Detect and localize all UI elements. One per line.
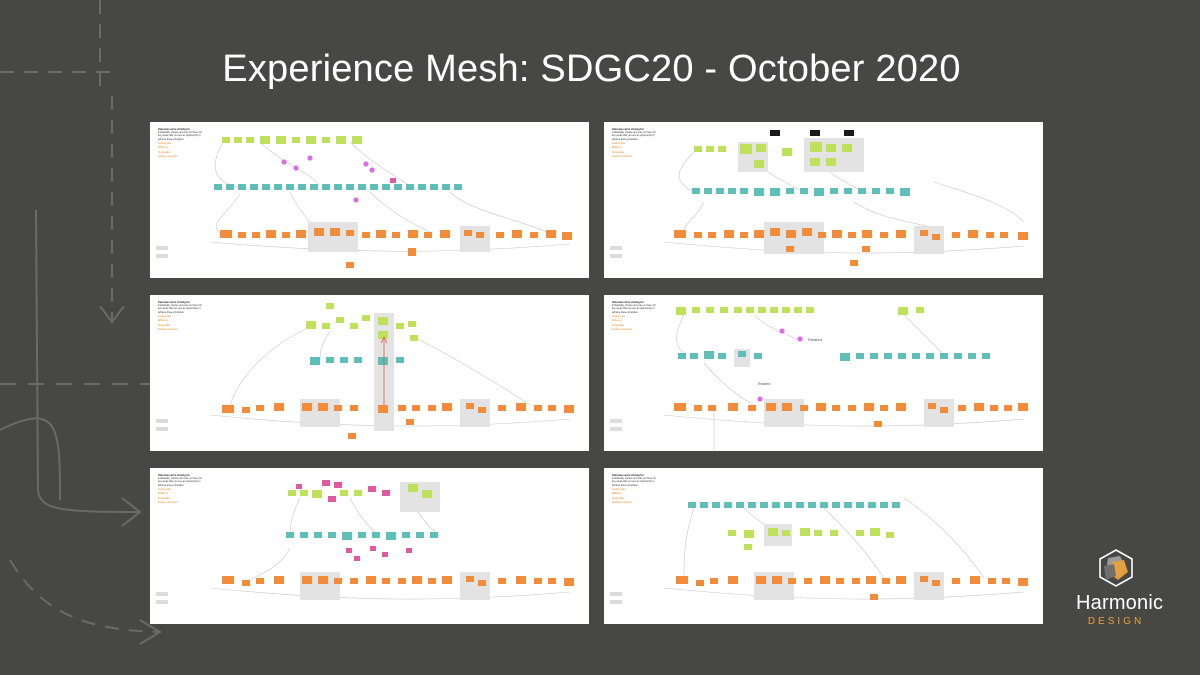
board-3-arrowhead [380, 336, 388, 344]
board-4-canvas: Related Related [610, 307, 1028, 451]
option-efficiency: Efficiency [158, 319, 169, 323]
board-4-legend [610, 419, 622, 431]
board-body: Individually, choose and vote on three (… [158, 304, 202, 314]
board-2: Outcomes we're striving for: Individuall… [604, 122, 1043, 278]
board-1-green-stickies [222, 136, 362, 144]
board-body: Individually, choose and vote on three (… [612, 131, 656, 141]
board-heading: Outcomes we're striving for: [158, 474, 191, 477]
board-3-highlights [300, 313, 490, 431]
board-heading: Outcomes we're striving for: [158, 128, 191, 131]
board-5-highlights [300, 482, 490, 600]
board-3-green-stickies [306, 303, 418, 341]
harmonic-design-logo: Harmonic DESIGN [1076, 548, 1164, 627]
option-personable: Personable [612, 496, 625, 500]
board-1-pink-stickies [390, 178, 396, 183]
option-personable: Personable [158, 323, 171, 327]
board-6-teal-stickies [688, 502, 900, 508]
board-6-green-stickies [728, 528, 894, 550]
board-body: Individually, choose and vote on three (… [612, 477, 656, 487]
board-heading: Outcomes we're striving for: [612, 128, 645, 131]
board-4-votes [757, 328, 803, 402]
board-5-orange-stickies [222, 576, 574, 586]
board-2-canvas [610, 130, 1028, 266]
option-efficiency: Efficiency [612, 492, 623, 496]
hexagon-logo-icon [1099, 549, 1133, 587]
option-feeling-connected: Feeling connected [612, 155, 632, 159]
board-1: Outcomes we're striving for: Individuall… [150, 122, 589, 278]
logo-name: Harmonic [1076, 592, 1164, 614]
board-outcomes: Outcomes we're striving for: Individuall… [612, 301, 658, 331]
board-1-votes [281, 155, 375, 203]
board-5-legend [156, 592, 168, 604]
logo-subtitle: DESIGN [1087, 616, 1145, 627]
option-personable: Personable [612, 323, 625, 327]
board-4-related-label: Related [808, 337, 822, 342]
board-6-orange-stickies [676, 576, 1028, 600]
board-body: Individually, choose and vote on three (… [612, 304, 656, 314]
board-body: Individually, choose and vote on three (… [158, 131, 202, 141]
option-personable: Personable [158, 150, 171, 154]
option-feeling-connected: Feeling connected [158, 501, 178, 505]
board-outcomes: Outcomes we're striving for: Individuall… [158, 128, 204, 158]
board-6-legend [610, 592, 622, 604]
board-6: Outcomes we're striving for: Individuall… [604, 468, 1043, 624]
option-efficiency: Efficiency [612, 146, 623, 150]
board-5-teal-stickies [286, 532, 438, 540]
board-3-canvas [156, 303, 574, 439]
board-4-teal-stickies [678, 351, 990, 361]
board-4: Outcomes we're striving for: Individuall… [604, 295, 1043, 451]
option-feeling-safe: Feeling safe [612, 142, 626, 145]
board-outcomes: Outcomes we're striving for: Individuall… [158, 474, 204, 504]
board-1-teal-stickies [214, 184, 462, 190]
board-4-orange-stickies [674, 403, 1028, 427]
board-4-related-label-2: Related [758, 382, 770, 386]
option-feeling-connected: Feeling connected [158, 328, 178, 332]
board-1-orange-stickies [220, 228, 572, 268]
board-5-canvas [156, 480, 574, 604]
board-heading: Outcomes we're striving for: [612, 474, 645, 477]
board-3: Outcomes we're striving for: Individuall… [150, 295, 589, 451]
board-3-teal-stickies [310, 357, 404, 365]
board-1-legend [156, 246, 168, 258]
board-5: Outcomes we're striving for: Individuall… [150, 468, 589, 624]
board-body: Individually, choose and vote on three (… [158, 477, 202, 487]
board-4-highlights [734, 349, 954, 427]
option-feeling-safe: Feeling safe [158, 488, 172, 491]
option-feeling-safe: Feeling safe [612, 488, 626, 491]
option-feeling-safe: Feeling safe [612, 315, 626, 318]
board-3-legend [156, 419, 168, 431]
option-efficiency: Efficiency [158, 146, 169, 150]
option-feeling-connected: Feeling connected [158, 155, 178, 159]
board-heading: Outcomes we're striving for: [612, 301, 645, 304]
board-4-green-stickies [676, 307, 924, 315]
board-outcomes: Outcomes we're striving for: Individuall… [158, 301, 204, 331]
board-2-orange-stickies [674, 228, 1028, 266]
option-efficiency: Efficiency [158, 492, 169, 496]
option-efficiency: Efficiency [612, 319, 623, 323]
option-feeling-safe: Feeling safe [158, 315, 172, 318]
board-2-green-stickies [694, 142, 852, 168]
board-2-legend [610, 246, 622, 258]
board-3-orange-stickies [222, 403, 574, 439]
board-5-green-stickies [288, 484, 432, 498]
board-5-pink-stickies [296, 480, 412, 561]
option-feeling-connected: Feeling connected [612, 501, 632, 505]
option-feeling-safe: Feeling safe [158, 142, 172, 145]
board-1-highlights [308, 222, 490, 252]
option-personable: Personable [612, 150, 625, 154]
board-1-canvas [156, 136, 572, 268]
board-outcomes: Outcomes we're striving for: Individuall… [612, 474, 658, 504]
board-2-teal-stickies [692, 188, 910, 196]
board-6-canvas [610, 497, 1028, 604]
option-personable: Personable [158, 496, 171, 500]
slide-title: Experience Mesh: SDGC20 - October 2020 [222, 48, 961, 90]
option-feeling-connected: Feeling connected [612, 328, 632, 332]
board-2-black-stickies [770, 130, 854, 136]
board-outcomes: Outcomes we're striving for: Individuall… [612, 128, 658, 158]
board-heading: Outcomes we're striving for: [158, 301, 191, 304]
